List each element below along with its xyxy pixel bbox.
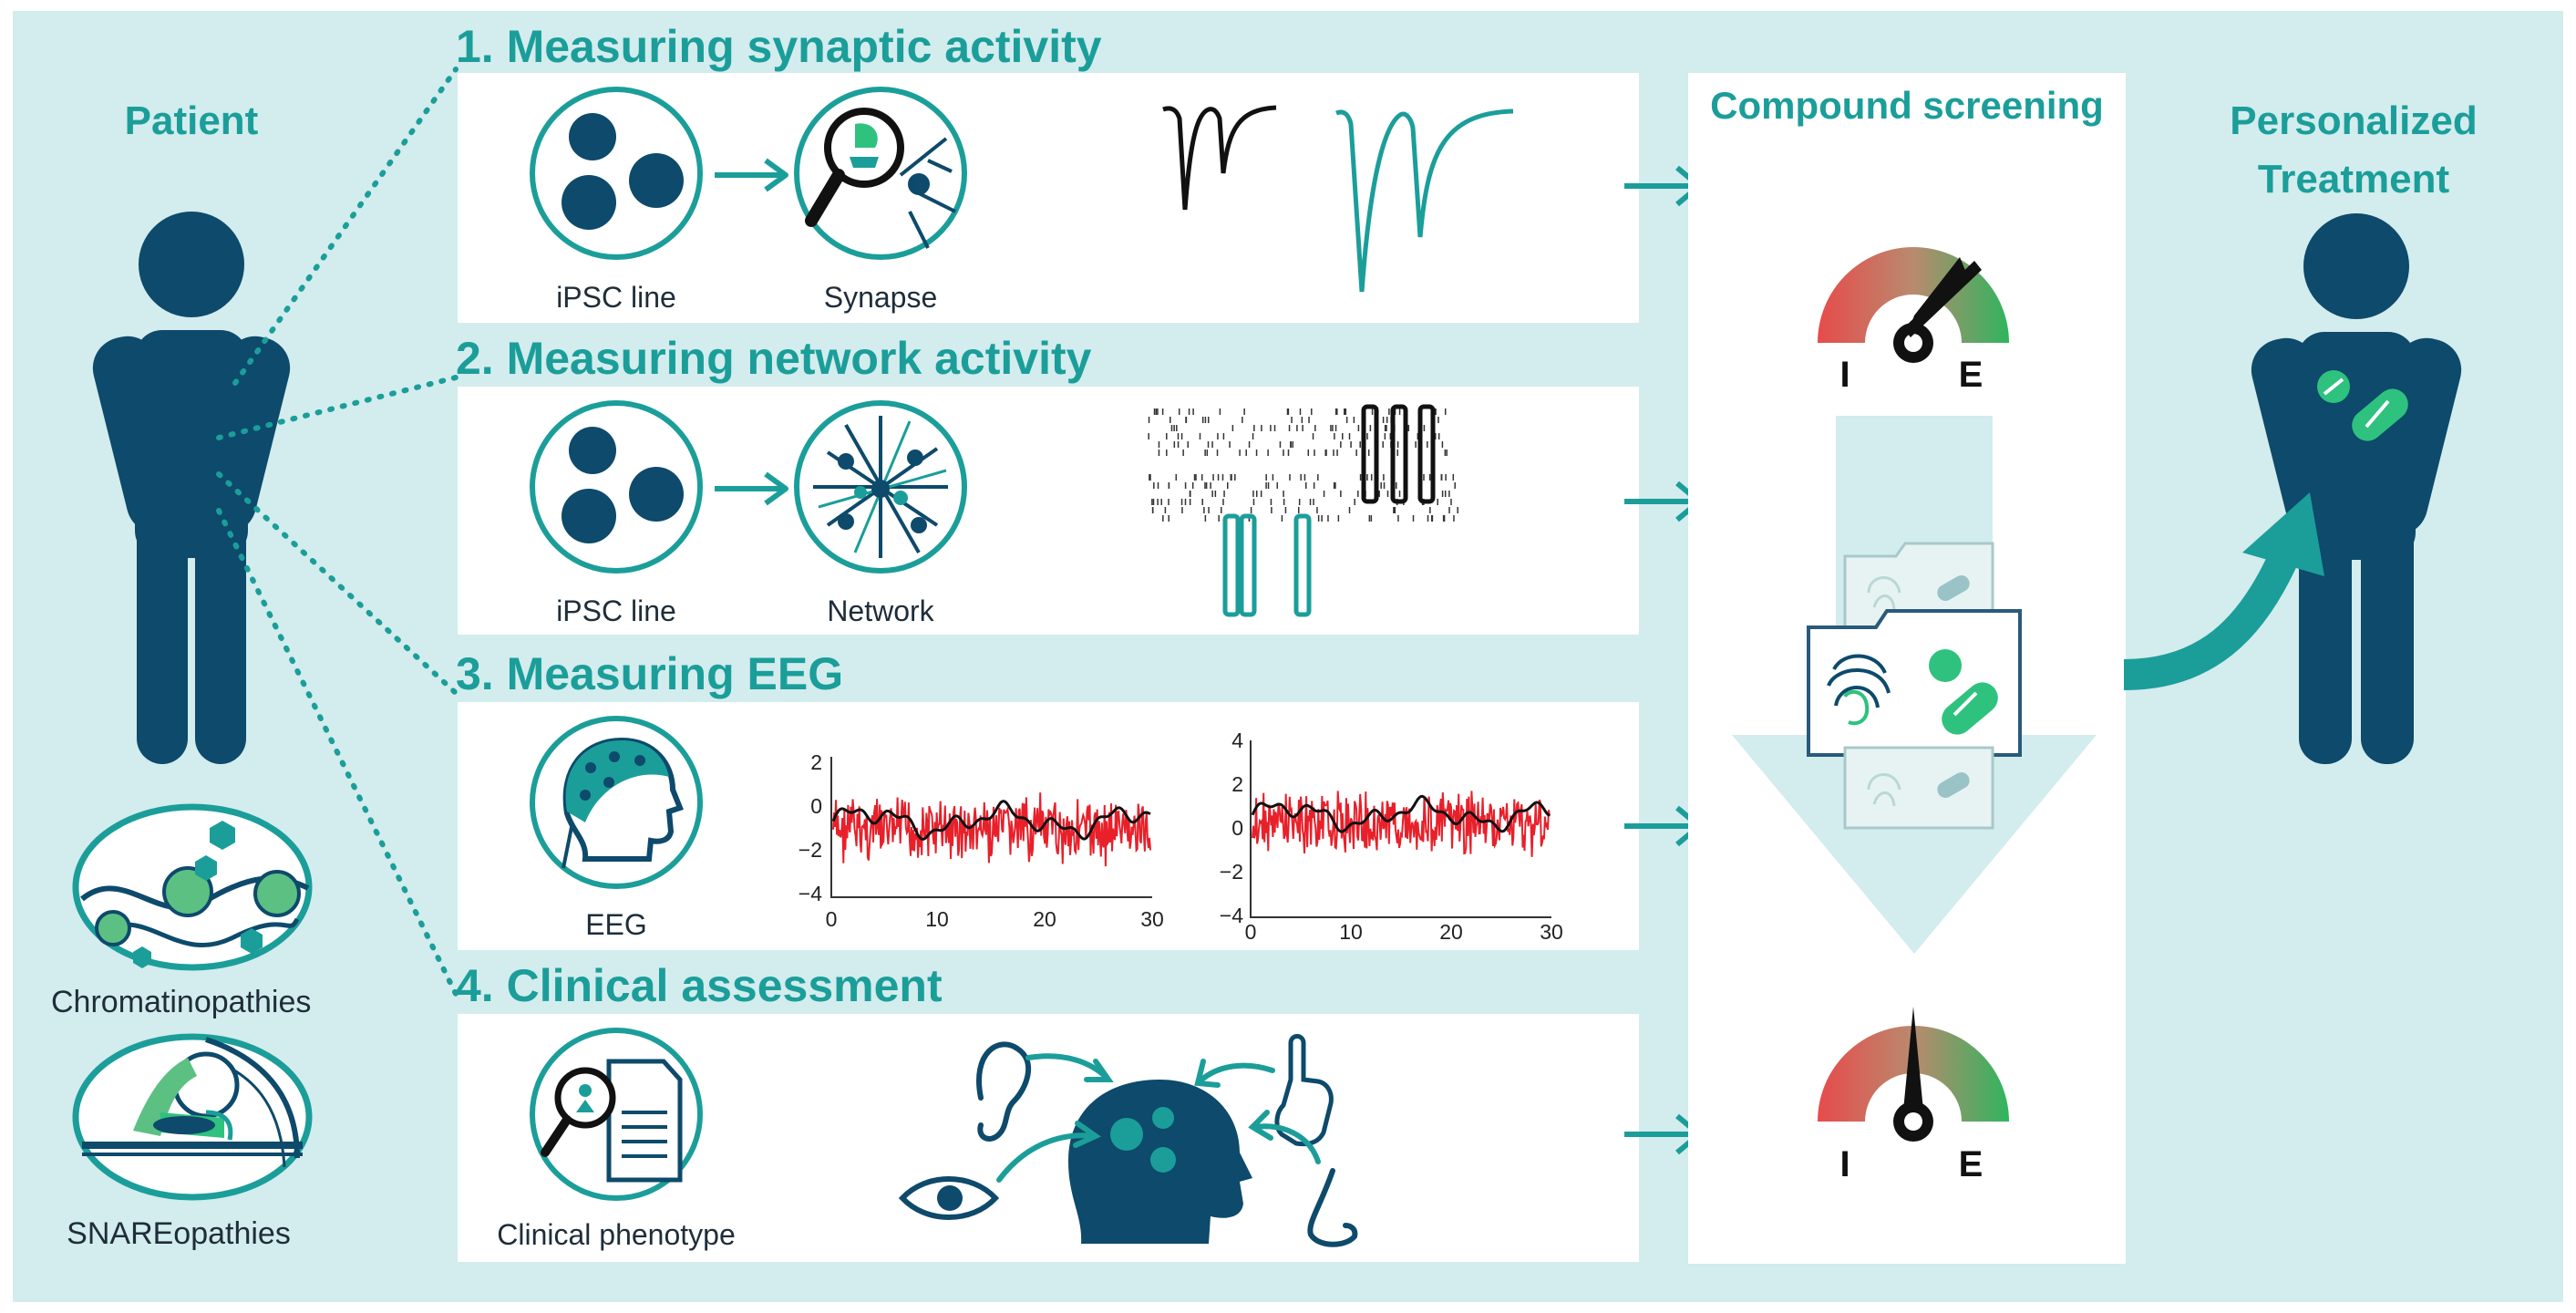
ipsc-line-label: iPSC line (556, 594, 676, 627)
snareopathies-label: SNAREopathies (67, 1216, 291, 1251)
network-label: Network (827, 594, 934, 627)
compound-folder-icon (1807, 609, 2022, 757)
gauge-e-label: E (1959, 355, 1984, 395)
treated-patient-figure-icon (2251, 213, 2462, 764)
neural-network-icon (794, 400, 967, 574)
section-4-title: 4. Clinical assessment (456, 960, 943, 1011)
network-burst-box (1222, 513, 1241, 617)
network-burst-box (1293, 513, 1312, 617)
eeg2-ytick: 2 (1231, 772, 1243, 796)
gauge-i-label: I (1839, 1144, 1850, 1184)
arrow-right-icon (715, 471, 788, 506)
synapse-magnifier-icon (794, 87, 967, 260)
eeg2-xtick: 10 (1339, 920, 1363, 944)
eeg2-ytick: 0 (1231, 816, 1243, 840)
section-2-title: 2. Measuring network activity (456, 333, 1092, 384)
treatment-title-line1: Personalized (2230, 98, 2478, 143)
gauge-e-label: E (1959, 1144, 1984, 1184)
treatment-title-line2: Treatment (2257, 157, 2450, 202)
eeg2-ytick: 4 (1231, 729, 1243, 752)
network-burst-box (1417, 404, 1436, 504)
chromatinopathies-icon (72, 803, 313, 971)
network-burst-box (1390, 404, 1408, 504)
eeg1-ytick: 2 (810, 750, 822, 774)
eeg2-xtick: 30 (1540, 920, 1563, 944)
eeg1-xtick: 20 (1033, 907, 1056, 931)
network-burst-box (1239, 513, 1257, 617)
eeg2-ytick: −2 (1220, 860, 1243, 884)
section-3-title: 3. Measuring EEG (456, 648, 844, 699)
section-1-title: 1. Measuring synaptic activity (456, 21, 1102, 72)
eeg-plot-2: 4 2 0 −2 −4 0 10 20 30 (1220, 729, 1563, 944)
eeg1-xtick: 30 (1140, 907, 1164, 931)
ipsc-line-label: iPSC line (556, 281, 676, 314)
chromatinopathies-label: Chromatinopathies (51, 985, 312, 1019)
ipsc-line-icon (530, 400, 703, 574)
synaptic-current-traces (1162, 105, 1514, 293)
eeg1-xtick: 10 (925, 907, 949, 931)
eeg2-ytick: −4 (1220, 904, 1243, 927)
compound-folder-faded-icon (1843, 746, 1994, 830)
ie-gauge-top-icon: I E (1818, 247, 2009, 395)
compound-screening-title: Compound screening (1710, 84, 2104, 127)
ipsc-line-icon (530, 87, 703, 260)
arrow-right-icon (715, 158, 788, 192)
eeg1-ytick: −4 (799, 882, 822, 905)
eeg2-xtick: 0 (1245, 920, 1257, 944)
network-burst-box (1361, 404, 1379, 504)
clinical-document-icon (530, 1028, 703, 1201)
patient-title: Patient (124, 98, 259, 143)
snareopathies-icon (72, 1033, 313, 1201)
patient-figure-icon (92, 212, 291, 764)
gauge-i-label: I (1839, 355, 1850, 395)
synapse-label: Synapse (823, 281, 938, 314)
eeg1-xtick: 0 (826, 907, 838, 931)
eeg-head-icon (530, 716, 703, 889)
eeg-label: EEG (585, 908, 647, 941)
eeg2-xtick: 20 (1439, 920, 1463, 944)
eeg-plot-1: 2 0 −2 −4 0 10 20 30 (799, 750, 1164, 931)
eeg1-ytick: 0 (810, 794, 822, 818)
treatment-curved-arrow (2123, 492, 2324, 690)
ie-gauge-bottom-icon: I E (1818, 1007, 2009, 1184)
senses-head-icon (898, 1034, 1358, 1247)
network-raster-plot (1148, 404, 1458, 617)
clinical-phenotype-label: Clinical phenotype (497, 1218, 736, 1251)
eeg1-ytick: −2 (799, 838, 822, 862)
